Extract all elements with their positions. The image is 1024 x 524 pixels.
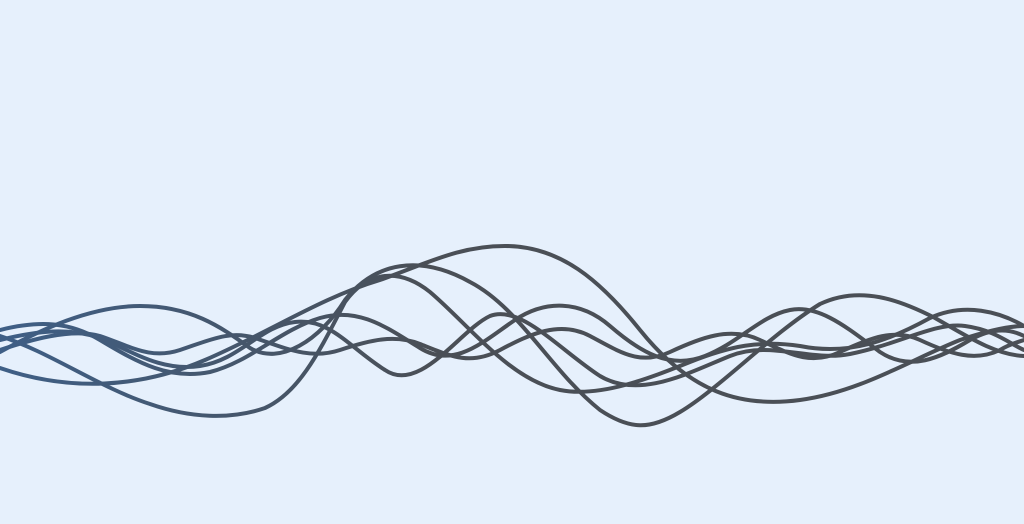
wave-line-4 (0, 312, 1024, 388)
wave-line-6 (0, 303, 1024, 377)
wave-line-2 (0, 263, 1024, 428)
wave-line-5 (0, 327, 1024, 361)
wave-line-3 (0, 273, 1024, 418)
wave-line-1 (0, 244, 1024, 404)
